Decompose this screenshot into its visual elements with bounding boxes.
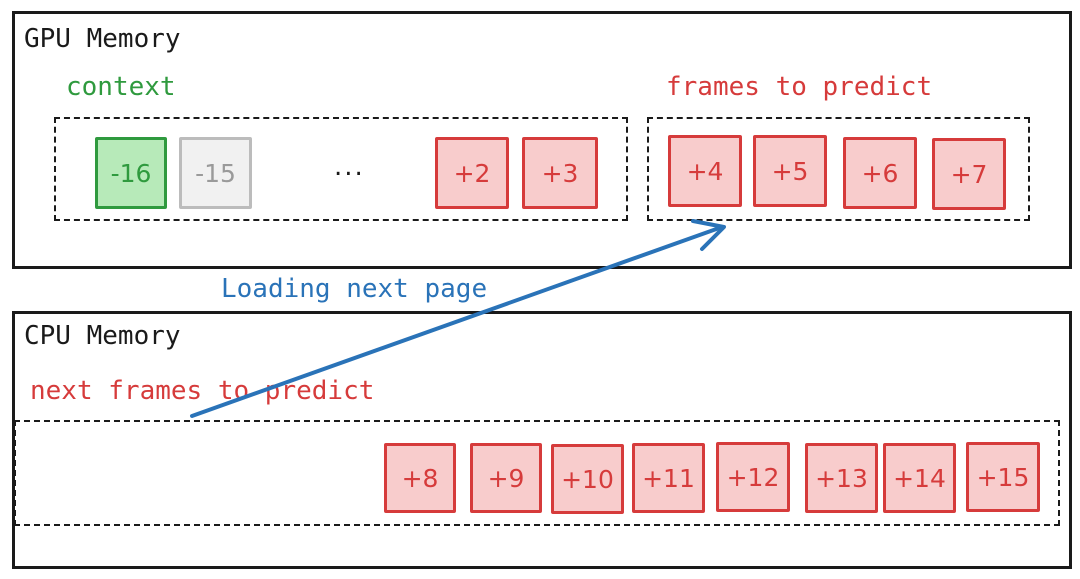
- loading-next-page-label: Loading next page: [221, 274, 488, 304]
- frames-to-predict-label: frames to predict: [666, 72, 933, 102]
- next-frames-to-predict-label: next frames to predict: [30, 376, 375, 406]
- cpu-memory-title: CPU Memory: [24, 321, 181, 351]
- frame-minus-16: -16: [95, 137, 167, 209]
- context-region: [54, 117, 628, 221]
- gpu-memory-panel: [12, 11, 1072, 269]
- frame-plus-11: +11: [632, 443, 705, 513]
- frame-plus-2: +2: [435, 137, 509, 209]
- frame-plus-9: +9: [470, 443, 542, 513]
- ellipsis: ...: [334, 152, 365, 182]
- frame-minus-15: -15: [179, 137, 252, 209]
- frame-plus-6: +6: [843, 137, 917, 209]
- frame-plus-12: +12: [716, 442, 790, 512]
- frame-plus-4: +4: [668, 135, 742, 207]
- frame-plus-15: +15: [966, 442, 1040, 512]
- frame-plus-3: +3: [522, 137, 598, 209]
- frame-plus-5: +5: [753, 135, 827, 207]
- frame-plus-8: +8: [384, 443, 456, 513]
- frame-plus-7: +7: [932, 138, 1006, 210]
- cpu-memory-panel: [12, 311, 1072, 569]
- frame-plus-14: +14: [883, 443, 956, 513]
- context-label: context: [66, 72, 176, 102]
- gpu-memory-title: GPU Memory: [24, 24, 181, 54]
- frame-plus-13: +13: [805, 443, 878, 513]
- predict-region: [647, 117, 1030, 221]
- next-frames-region: [14, 420, 1060, 526]
- frame-plus-10: +10: [551, 444, 624, 514]
